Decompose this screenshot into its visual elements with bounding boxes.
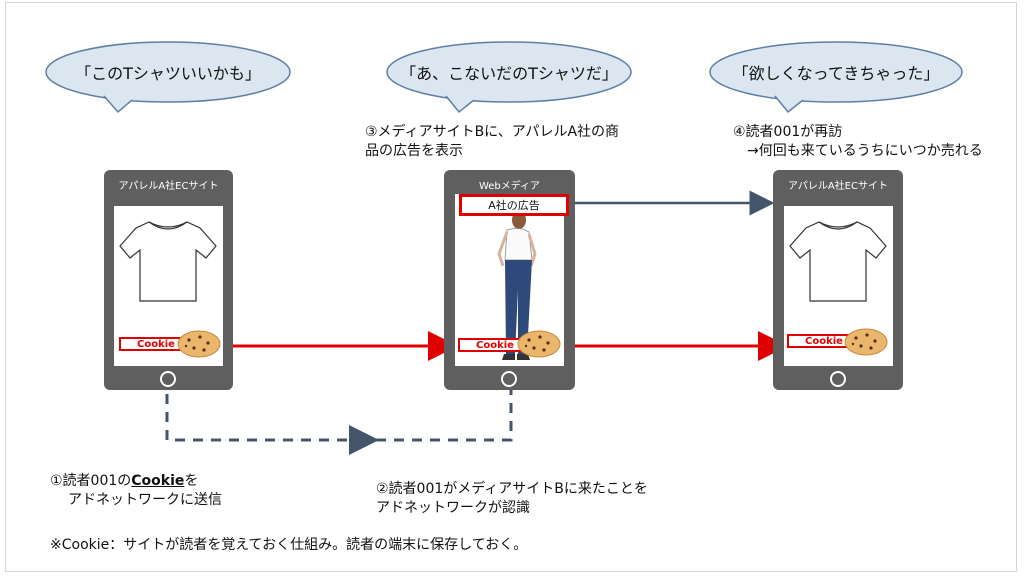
phone-title: アパレルA社ECサイト [118, 181, 219, 192]
cookie-label-text: Cookie [805, 335, 843, 347]
step1-line2: アドネットワークに送信 [68, 492, 222, 508]
cookie-icon [844, 328, 888, 356]
speech-bubble-middle [386, 41, 632, 114]
ad-banner-a-company[interactable]: A社の広告 [459, 194, 569, 216]
step2-line2: アドネットワークが認識 [376, 500, 530, 516]
speech-bubble-left [45, 41, 291, 114]
home-button-icon[interactable] [160, 371, 176, 387]
cookie-icon [177, 330, 221, 358]
phone-ecsite-right: アパレルA社ECサイト Cookie [773, 170, 903, 390]
bubble-text-middle: 「あ、こないだのTシャツだ」 [400, 64, 618, 83]
step3-note: ③メディアサイトBに、アパレルA社の商 品の広告を表示 [365, 123, 619, 161]
person-figure [497, 211, 537, 360]
tshirt-icon [119, 221, 217, 302]
phone-webmedia-middle: Webメディア A社の広告 Cookie [444, 170, 575, 390]
phone-ecsite-left: アパレルA社ECサイト Cookie [104, 170, 233, 390]
step2-line1: ②読者001がメディアサイトBに来たことを [376, 481, 648, 497]
step4-note: ④読者001が再訪 →何回も来ているうちにいつか売れる [733, 123, 983, 161]
step3-line2: 品の広告を表示 [365, 143, 463, 159]
step4-line2: →何回も来ているうちにいつか売れる [747, 143, 983, 159]
footnote: ※Cookie：サイトが読者を覚えておく仕組み。読者の端末に保存しておく。 [50, 537, 528, 553]
home-button-icon[interactable] [501, 371, 517, 387]
cookie-label-text: Cookie [137, 338, 175, 350]
cookie-icon [517, 330, 561, 358]
step1-cookie-term: Cookie [131, 473, 185, 489]
step1-note: ①読者001のCookieを アドネットワークに送信 [50, 472, 222, 510]
step2-note: ②読者001がメディアサイトBに来たことを アドネットワークが認識 [376, 480, 648, 518]
network-dashed-arrow [165, 394, 379, 455]
ad-banner-label: A社の広告 [488, 199, 540, 212]
speech-bubble-right [709, 41, 963, 114]
cookie-label-text: Cookie [476, 339, 514, 351]
network-dashed-line [376, 383, 513, 442]
phone-title: Webメディア [478, 181, 541, 192]
bubble-text-left: 「このTシャツいいかも」 [75, 64, 261, 83]
bubble-text-right: 「欲しくなってきちゃった」 [732, 64, 940, 83]
phone-title: アパレルA社ECサイト [788, 181, 888, 192]
tshirt-icon [789, 221, 887, 302]
step1-suffix: を [184, 473, 199, 489]
step1-prefix: ①読者001の [50, 473, 132, 489]
slide-frame [5, 2, 1017, 572]
home-button-icon[interactable] [830, 371, 846, 387]
step1-line1: ①読者001のCookieを [50, 472, 222, 491]
step3-line1: ③メディアサイトBに、アパレルA社の商 [365, 124, 620, 140]
step4-line1: ④読者001が再訪 [733, 124, 843, 140]
